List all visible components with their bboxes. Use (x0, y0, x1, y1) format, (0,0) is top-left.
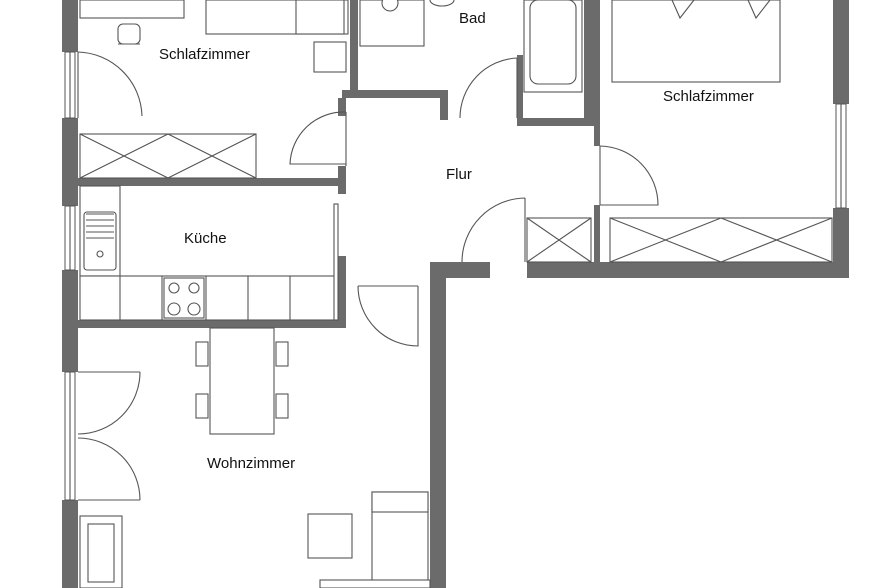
kitchen-sink (83, 211, 117, 271)
door-bedroom-flur (289, 111, 347, 166)
sink-drain (96, 250, 104, 258)
bed-right (611, 0, 781, 83)
sink-drainer (86, 213, 114, 239)
nightstand (313, 41, 347, 73)
wall-flur-bottom (430, 262, 490, 278)
door-bath (459, 57, 518, 119)
label-schlafzimmer-links: Schlafzimmer (159, 46, 250, 63)
wall-living-right (430, 278, 446, 588)
chair-r1 (275, 341, 289, 367)
wall-bath-bedroom (584, 0, 600, 126)
wall-flur-left-mid (338, 166, 346, 194)
label-wohnzimmer: Wohnzimmer (207, 455, 295, 472)
bathtub-inner (529, 0, 577, 85)
room-labels: Schlafzimmer Bad Schlafzimmer Flur Küche… (159, 10, 754, 472)
toilet (429, 0, 455, 7)
burner-2 (188, 282, 200, 294)
label-kueche: Küche (184, 230, 227, 247)
furniture (79, 0, 833, 588)
chair-l2 (195, 393, 209, 419)
burner-3 (167, 302, 181, 316)
wall-left-1 (62, 0, 78, 52)
wall-right-bedroom-jamb (594, 126, 600, 146)
bed-right-pillows (671, 0, 771, 20)
shower-drain (381, 0, 399, 12)
label-schlafzimmer-rechts: Schlafzimmer (663, 88, 754, 105)
door-living-balcony-1 (77, 371, 141, 435)
desk (79, 0, 185, 19)
wall-bed-bath (350, 0, 358, 92)
bed-left-pillow (295, 0, 345, 35)
doors (77, 51, 659, 501)
wall-right-1 (833, 0, 849, 104)
door-living-balcony-2 (77, 437, 141, 501)
door-right-bedroom (599, 145, 659, 206)
kitchen-counter-bottom (79, 275, 339, 321)
wall-left-4 (62, 500, 78, 588)
wall-left-3 (62, 270, 78, 372)
wall-left-2 (62, 118, 78, 206)
burner-1 (168, 282, 180, 294)
windows (64, 51, 847, 501)
chair (117, 23, 141, 45)
wall-bath-flur (342, 90, 446, 98)
wall-right-bedroom-lower (594, 205, 600, 263)
kitchen-panel (333, 203, 339, 321)
wall-right-2 (833, 208, 849, 278)
wardrobe-right (609, 217, 833, 263)
coffee-table (307, 513, 353, 559)
walls (62, 0, 849, 588)
door-flur-living (357, 285, 419, 347)
wall-bath-door-jamb (517, 55, 523, 123)
door-bedroom-balcony (77, 51, 143, 118)
wardrobe-left (79, 133, 257, 179)
wall-kitchen-living (78, 320, 346, 328)
wall-kitchen-flur (338, 256, 346, 326)
label-flur: Flur (446, 166, 472, 183)
sofa-arm (371, 491, 429, 513)
wall-bath-flur-step (440, 90, 448, 120)
chair-l1 (195, 341, 209, 367)
sofa-bottom (319, 579, 431, 588)
wall-right-bottom (527, 262, 849, 278)
shelf-inner (87, 523, 115, 583)
wall-flur-left-top (338, 98, 346, 116)
dining-table (209, 327, 275, 435)
burner-4 (187, 302, 201, 316)
label-bad: Bad (459, 10, 486, 27)
wall-bath-bottom (517, 118, 599, 126)
door-flur-lower (461, 197, 526, 263)
chair-r2 (275, 393, 289, 419)
wall-bed-kitchen (78, 178, 346, 186)
shower (359, 0, 425, 47)
